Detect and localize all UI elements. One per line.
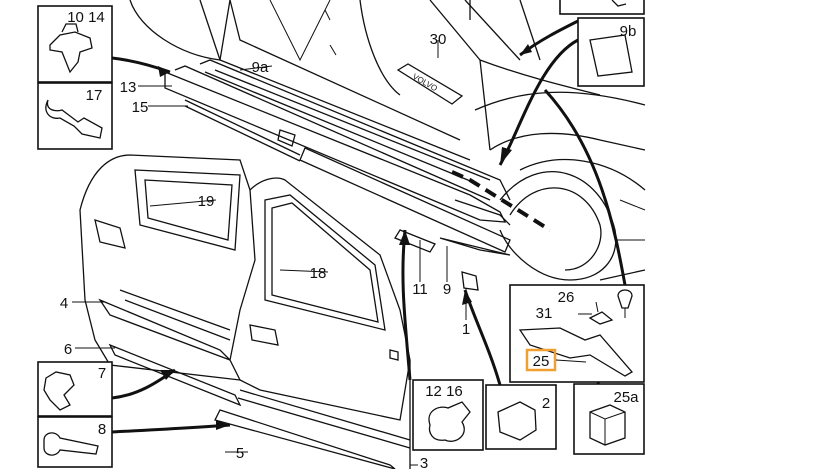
- callout-26: 26: [558, 289, 575, 306]
- car-doors: [79, 154, 411, 469]
- callout-9b: 9b: [620, 23, 637, 40]
- callout-15: 15: [132, 99, 149, 116]
- callout-9a: 9a: [252, 59, 269, 76]
- box-9b: [577, 17, 645, 87]
- leader-25: [555, 359, 587, 363]
- callout-7: 7: [98, 365, 106, 382]
- callout-12-16: 12 16: [425, 383, 463, 400]
- door-mouldings: [98, 298, 399, 469]
- wheel-arch-dashed-line: [451, 170, 552, 232]
- callout-2: 2: [542, 395, 550, 412]
- callout-18: 18: [310, 265, 327, 282]
- box-8: [37, 416, 113, 468]
- callout-labels: 10 14 17 13 15 9a 30 9b 19 18 4 6 7 8 5 …: [60, 9, 639, 469]
- part-1-clip: [461, 271, 479, 291]
- callout-1: 1: [462, 321, 470, 338]
- callout-11: 11: [412, 281, 428, 298]
- sill-trims: [164, 59, 511, 256]
- volvo-badge-text: VOLVO: [411, 72, 439, 93]
- callout-4: 4: [60, 295, 68, 312]
- leader-arrows: [111, 18, 627, 434]
- box-10-14: [37, 5, 113, 83]
- box-25a: [573, 383, 645, 455]
- callout-8: 8: [98, 421, 106, 438]
- box-25-26-31: [509, 284, 645, 383]
- callout-17: 17: [86, 87, 103, 104]
- callout-19: 19: [198, 193, 215, 210]
- callout-9: 9: [443, 281, 451, 298]
- callout-6: 6: [64, 341, 72, 358]
- callout-30: 30: [430, 31, 447, 48]
- callout-3: 3: [420, 455, 428, 469]
- box-12-16: [412, 379, 484, 451]
- callout-13: 13: [120, 79, 137, 96]
- callout-25: 25: [533, 353, 550, 370]
- callout-5: 5: [236, 445, 244, 462]
- callout-31: 31: [536, 305, 553, 322]
- volvo-badge: VOLVO: [396, 63, 464, 105]
- box-top-right: [559, 0, 645, 15]
- highlight-box-25: [525, 348, 557, 372]
- leader-lines: [72, 40, 467, 466]
- box-2: [485, 384, 557, 450]
- car-body-top: [129, 0, 646, 281]
- callout-10-14: 10 14: [67, 9, 105, 26]
- box-7: [37, 361, 113, 417]
- box-17: [37, 82, 113, 150]
- callout-25a: 25a: [613, 389, 639, 406]
